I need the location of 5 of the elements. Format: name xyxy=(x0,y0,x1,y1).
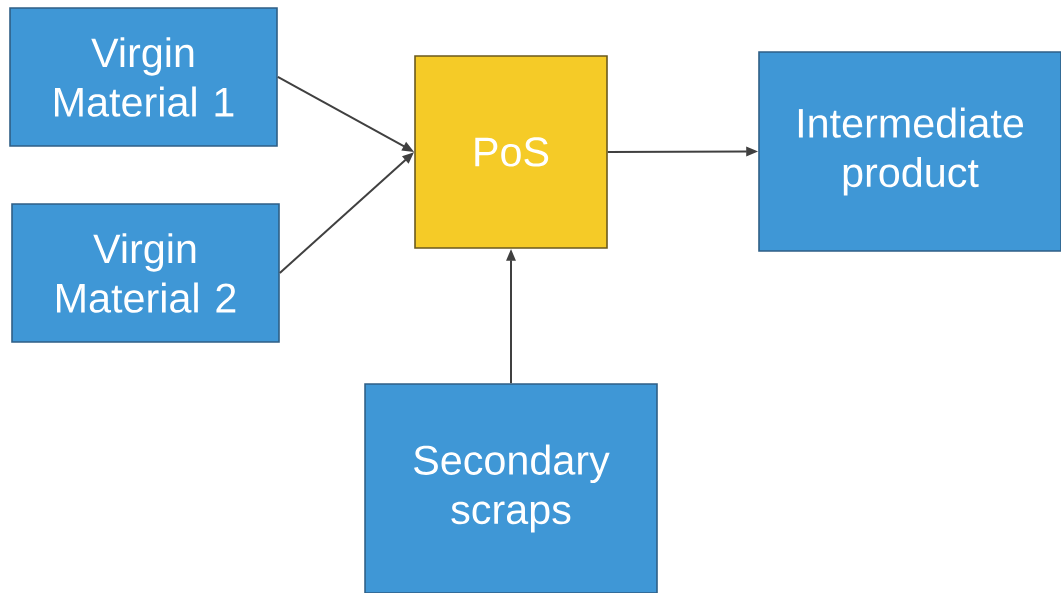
process-box: PoS xyxy=(414,55,608,249)
process-box: Secondary scraps xyxy=(364,383,658,593)
process-box: Virgin Material 2 xyxy=(11,203,280,343)
process-box: Virgin Material 1 xyxy=(9,7,278,147)
process-box: Intermediate product xyxy=(758,51,1061,252)
